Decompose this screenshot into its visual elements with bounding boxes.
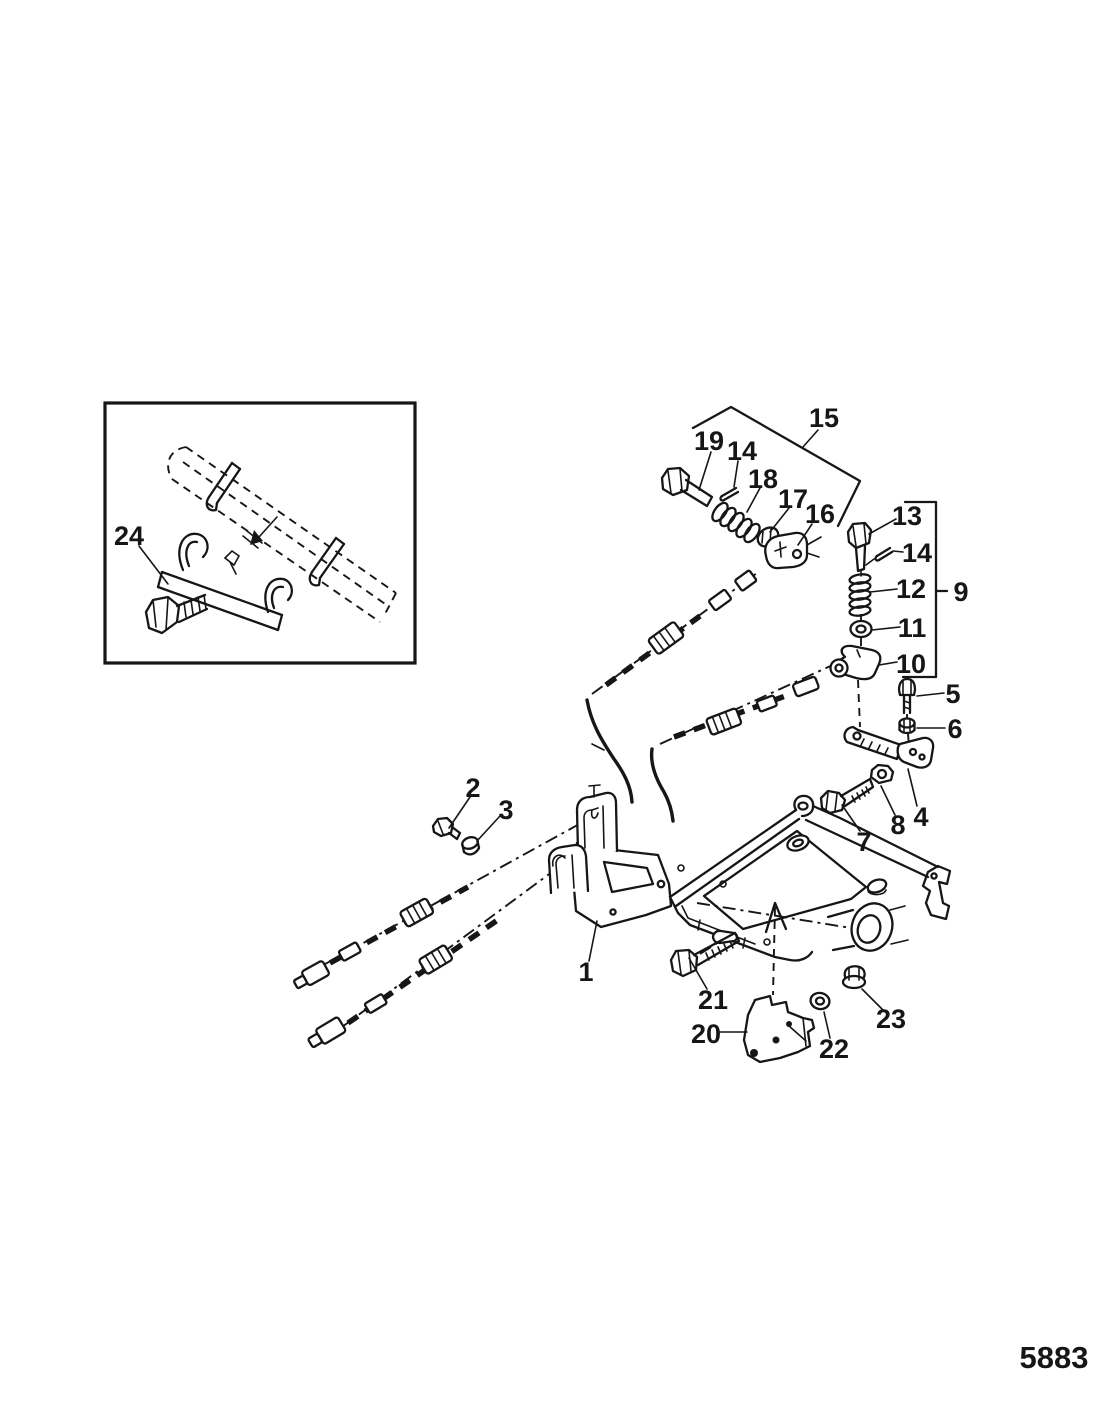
cable-adjuster-barrel (399, 897, 435, 928)
callout-19: 19 (694, 426, 724, 456)
callout-16: 16 (805, 499, 835, 529)
position-arrow-icon (242, 516, 278, 549)
callout-22: 22 (819, 1034, 849, 1064)
anchor-bracket-1 (547, 784, 673, 929)
inset-detail-box (103, 401, 417, 665)
cable-ferrule (363, 993, 388, 1014)
nut-3 (461, 836, 481, 856)
callout-3: 3 (498, 795, 513, 825)
nut-23 (841, 965, 867, 990)
shift-lever-10 (829, 644, 882, 681)
callout-9: 9 (953, 577, 968, 607)
callout-20: 20 (691, 1019, 721, 1049)
callout-14a: 14 (727, 436, 757, 466)
shift-cable-run (649, 662, 838, 823)
callout-14b: 14 (902, 538, 932, 568)
spring-12 (848, 570, 872, 617)
callout-13: 13 (892, 501, 922, 531)
callout-4: 4 (913, 802, 928, 832)
throttle-cable-run (585, 569, 758, 804)
washer-22 (809, 991, 831, 1011)
callout-15: 15 (809, 403, 839, 433)
callout-18: 18 (748, 464, 778, 494)
figure-number: 5883 (1020, 1340, 1089, 1375)
leader-lines (138, 429, 946, 1039)
callout-1: 1 (578, 957, 593, 987)
screw-13 (846, 521, 873, 573)
washer-11 (849, 619, 873, 639)
cable-end-guide-16 (764, 531, 822, 570)
retainer-plate-20 (742, 994, 816, 1064)
conduit-strap (308, 536, 346, 587)
callout-11: 11 (898, 613, 927, 643)
screw-19 (660, 466, 714, 508)
nut-8 (869, 763, 895, 785)
callout-labels: 1 2 3 4 5 6 7 8 9 10 11 12 13 14 14 15 1… (114, 403, 969, 1064)
callout-10: 10 (896, 649, 926, 679)
link-arm-4 (843, 725, 935, 769)
group-bracket-15 (691, 405, 862, 528)
screw-2 (431, 816, 462, 841)
callout-8: 8 (890, 810, 905, 840)
centerline (857, 679, 861, 728)
callout-21: 21 (698, 985, 728, 1015)
cable-end-fitting (307, 1016, 347, 1049)
callout-5: 5 (945, 679, 960, 709)
callout-23: 23 (876, 1004, 906, 1034)
screw-21 (669, 931, 741, 978)
group-bracket-9 (901, 500, 949, 679)
screw-5 (897, 677, 917, 715)
nut-6 (898, 717, 916, 735)
screw-7 (819, 777, 875, 815)
centerline (907, 733, 910, 747)
callout-12: 12 (896, 574, 926, 604)
callout-7: 7 (856, 827, 871, 857)
mount-frame (668, 794, 952, 996)
cable-ferrule (337, 941, 362, 962)
remote-cables (293, 821, 584, 1049)
cable-clamp-24 (144, 532, 294, 635)
cable-adjuster-barrel (418, 944, 454, 975)
callout-6: 6 (947, 714, 962, 744)
conduit-strap (205, 461, 242, 512)
cable-end-fitting (293, 960, 330, 990)
pin-14a (719, 486, 740, 502)
callout-2: 2 (465, 773, 480, 803)
callout-17: 17 (778, 484, 808, 514)
callout-24: 24 (114, 521, 144, 551)
spring-18 (711, 501, 761, 544)
pin-14b (865, 546, 894, 566)
